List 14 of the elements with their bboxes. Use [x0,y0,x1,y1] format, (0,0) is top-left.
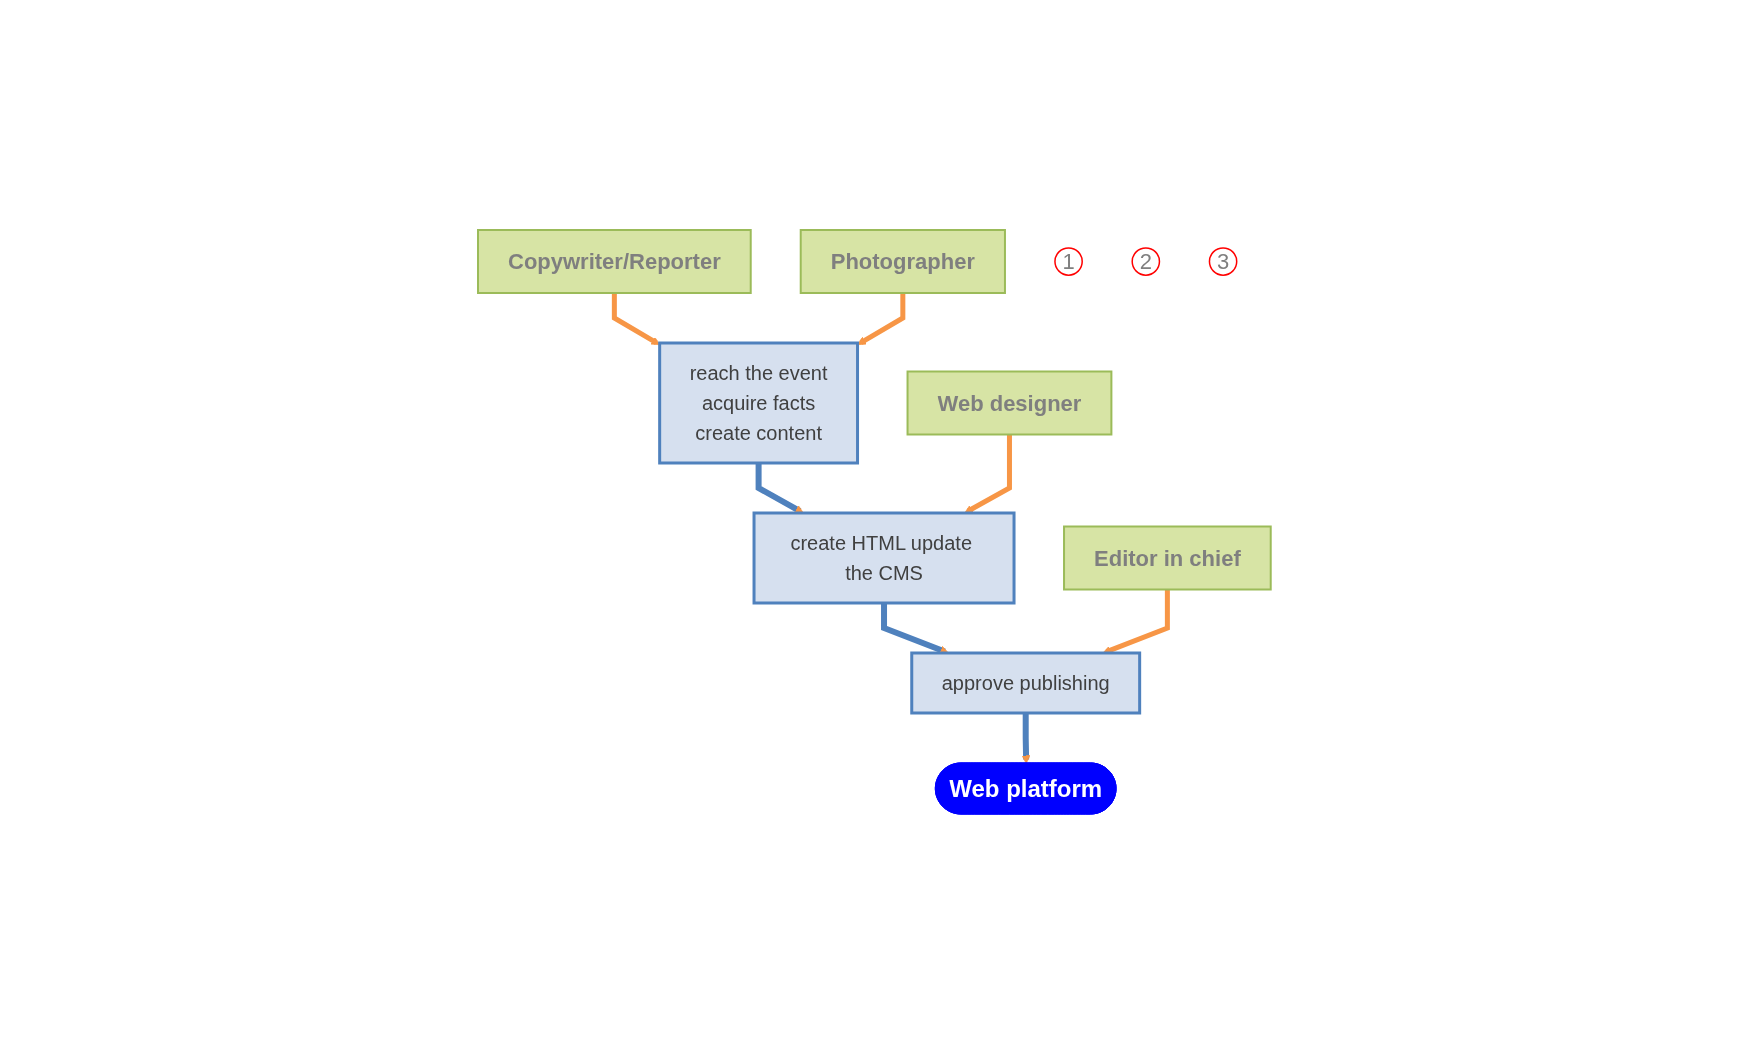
node-box: approve publishing [909,651,1141,714]
arrow [611,292,660,345]
arrow [856,292,905,345]
node-box: Web designer [906,370,1113,435]
node-circle: 3 [1208,246,1238,276]
node-box: Copywriter/Reporter [476,228,752,294]
node-circle: 1 [1053,246,1083,276]
node-circle: 2 [1131,246,1160,276]
node-box: Photographer [799,228,1006,294]
node-box: create HTML update the CMS [752,511,1016,604]
arrow [963,434,1012,513]
node-box: Editor in chief [1062,525,1272,590]
arrow [1021,712,1031,764]
node-box: reach the event acquire facts create content [657,341,859,464]
